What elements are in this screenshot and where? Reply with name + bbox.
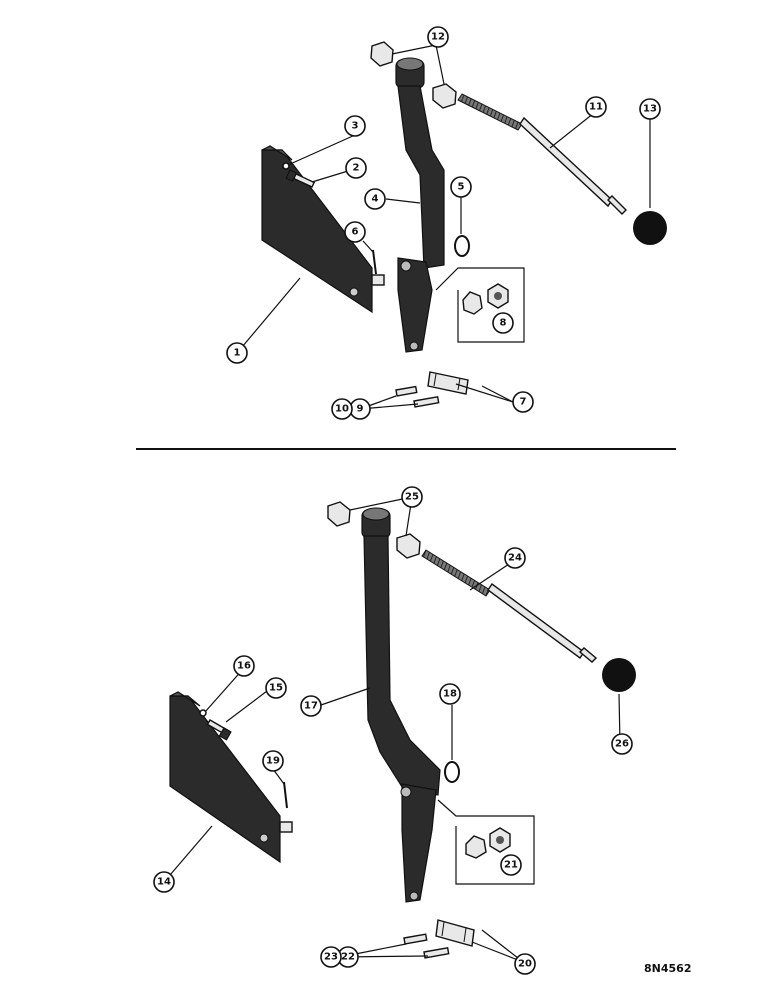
callout-11: 11 bbox=[585, 96, 607, 118]
lock-washer-top bbox=[282, 162, 290, 170]
callouts: 1 2 3 4 5 6 7 8 9 10 11 12 13 14 15 16 1… bbox=[153, 26, 661, 975]
inset-bottom bbox=[437, 799, 535, 885]
svg-text:21: 21 bbox=[504, 860, 518, 871]
top-leaders bbox=[236, 44, 651, 410]
svg-text:12: 12 bbox=[431, 32, 445, 43]
bracket-top bbox=[261, 145, 385, 314]
callout-2: 2 bbox=[345, 157, 367, 179]
svg-text:6: 6 bbox=[352, 227, 359, 238]
nut-top-right bbox=[432, 83, 457, 109]
callout-18: 18 bbox=[439, 683, 461, 705]
svg-text:20: 20 bbox=[518, 959, 532, 970]
svg-text:15: 15 bbox=[269, 683, 283, 694]
callout-17: 17 bbox=[300, 695, 322, 717]
callout-12: 12 bbox=[427, 26, 449, 48]
svg-text:8: 8 bbox=[500, 318, 507, 329]
callout-14: 14 bbox=[153, 871, 175, 893]
callout-22: 22 bbox=[337, 946, 359, 968]
svg-text:1: 1 bbox=[234, 348, 241, 359]
washer-bottom bbox=[444, 761, 460, 783]
svg-text:22: 22 bbox=[341, 952, 355, 963]
callout-9: 9 bbox=[349, 398, 371, 420]
svg-text:25: 25 bbox=[405, 492, 419, 503]
callout-26: 26 bbox=[611, 733, 633, 755]
callout-15: 15 bbox=[265, 677, 287, 699]
svg-text:13: 13 bbox=[643, 104, 657, 115]
callout-25: 25 bbox=[401, 486, 423, 508]
rod-top bbox=[457, 93, 627, 215]
nut-bottom-left bbox=[327, 501, 351, 527]
knob-top bbox=[633, 211, 667, 245]
bolt-bottom bbox=[206, 719, 232, 741]
rod-bottom bbox=[421, 549, 598, 663]
svg-text:9: 9 bbox=[357, 404, 364, 415]
svg-text:11: 11 bbox=[589, 102, 603, 113]
bottom-assembly bbox=[169, 501, 636, 959]
nut-bottom-right bbox=[396, 533, 421, 559]
lever-top bbox=[395, 57, 445, 353]
plate-top bbox=[427, 371, 469, 395]
knob-bottom bbox=[602, 658, 636, 692]
callout-1: 1 bbox=[226, 342, 248, 364]
svg-text:26: 26 bbox=[615, 739, 629, 750]
top-assembly bbox=[261, 41, 667, 408]
reference-number: 8N4562 bbox=[644, 962, 691, 975]
callout-20: 20 bbox=[514, 953, 536, 975]
callout-4: 4 bbox=[364, 188, 386, 210]
cotter-pin-top bbox=[372, 249, 377, 275]
callout-24: 24 bbox=[504, 547, 526, 569]
svg-text:23: 23 bbox=[324, 952, 338, 963]
svg-text:2: 2 bbox=[353, 163, 360, 174]
callout-8: 8 bbox=[492, 312, 514, 334]
washer-top bbox=[454, 235, 470, 257]
callout-16: 16 bbox=[233, 655, 255, 677]
svg-text:19: 19 bbox=[266, 756, 280, 767]
callout-6: 6 bbox=[344, 221, 366, 243]
inset-top bbox=[435, 267, 525, 343]
svg-text:10: 10 bbox=[335, 404, 349, 415]
bolts-top-bottom bbox=[395, 385, 440, 408]
svg-text:17: 17 bbox=[304, 701, 318, 712]
bolt-top bbox=[285, 169, 316, 188]
bolts-bottom-bottom bbox=[403, 933, 450, 959]
svg-text:3: 3 bbox=[352, 121, 359, 132]
callout-19: 19 bbox=[262, 750, 284, 772]
callout-13: 13 bbox=[639, 98, 661, 120]
callout-5: 5 bbox=[450, 176, 472, 198]
nut-top-left bbox=[370, 41, 394, 67]
svg-text:5: 5 bbox=[458, 182, 465, 193]
callout-21: 21 bbox=[500, 854, 522, 876]
plate-bottom bbox=[435, 919, 475, 947]
lock-washer-bottom bbox=[199, 709, 207, 717]
svg-text:7: 7 bbox=[520, 397, 527, 408]
callout-23: 23 bbox=[320, 946, 342, 968]
bracket-bottom bbox=[169, 691, 293, 864]
lever-bottom bbox=[361, 507, 441, 903]
callout-3: 3 bbox=[344, 115, 366, 137]
svg-text:18: 18 bbox=[443, 689, 457, 700]
svg-text:14: 14 bbox=[157, 877, 171, 888]
callout-7: 7 bbox=[512, 391, 534, 413]
svg-text:4: 4 bbox=[372, 194, 379, 205]
svg-text:24: 24 bbox=[508, 553, 522, 564]
cotter-pin-bottom bbox=[283, 781, 288, 809]
svg-text:16: 16 bbox=[237, 661, 251, 672]
callout-10: 10 bbox=[331, 398, 353, 420]
